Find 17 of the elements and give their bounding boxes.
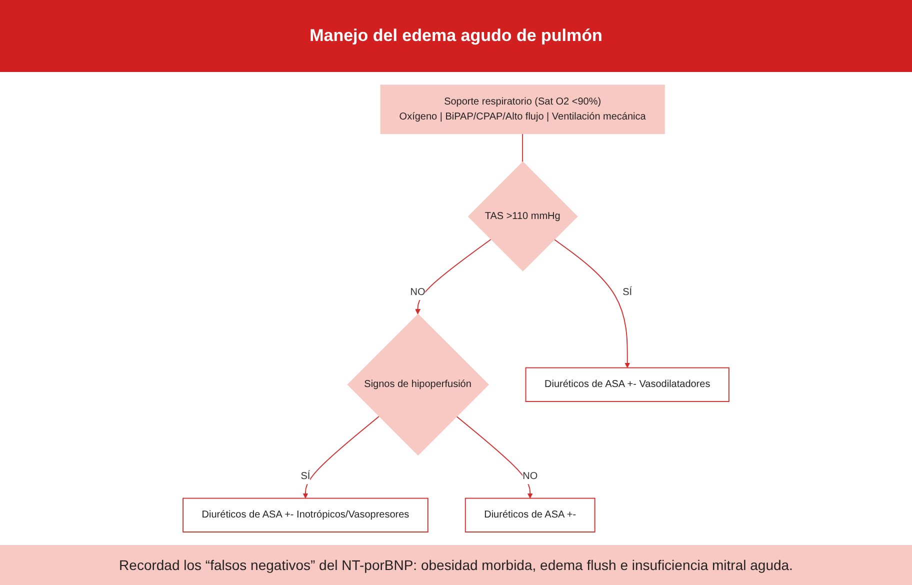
node-box: Diuréticos de ASA +- Inotrópicos/Vasopresores [182, 498, 428, 532]
edge-label: NO [522, 471, 538, 482]
note-banner: Recordad los “falsos negativos” del NT-porBNP: obesidad morbida, edema flush e insuficiencia mitral aguda. [0, 545, 912, 585]
node-box: Soporte respiratorio (Sat O2 <90%) Oxígeno | BiPAP/CPAP/Alto flujo | Ventilación mecánica [380, 84, 665, 134]
edge-label: SÍ [622, 286, 632, 298]
node-diamond: Signos de hipoperfusión [347, 314, 490, 456]
edge-label: NO [410, 286, 426, 298]
arrow [302, 416, 380, 499]
edge-label: SÍ [300, 471, 310, 482]
arrow [554, 238, 630, 368]
node-box: Diuréticos de ASA +- Vasodilatadores [525, 367, 730, 402]
connector [522, 133, 524, 162]
title-banner: Manejo del edema agudo de pulmón [0, 0, 912, 72]
arrow [415, 238, 492, 314]
node-diamond: TAS >110 mmHg [468, 161, 578, 272]
node-box: Diuréticos de ASA +- [464, 498, 596, 532]
arrow [456, 416, 533, 499]
